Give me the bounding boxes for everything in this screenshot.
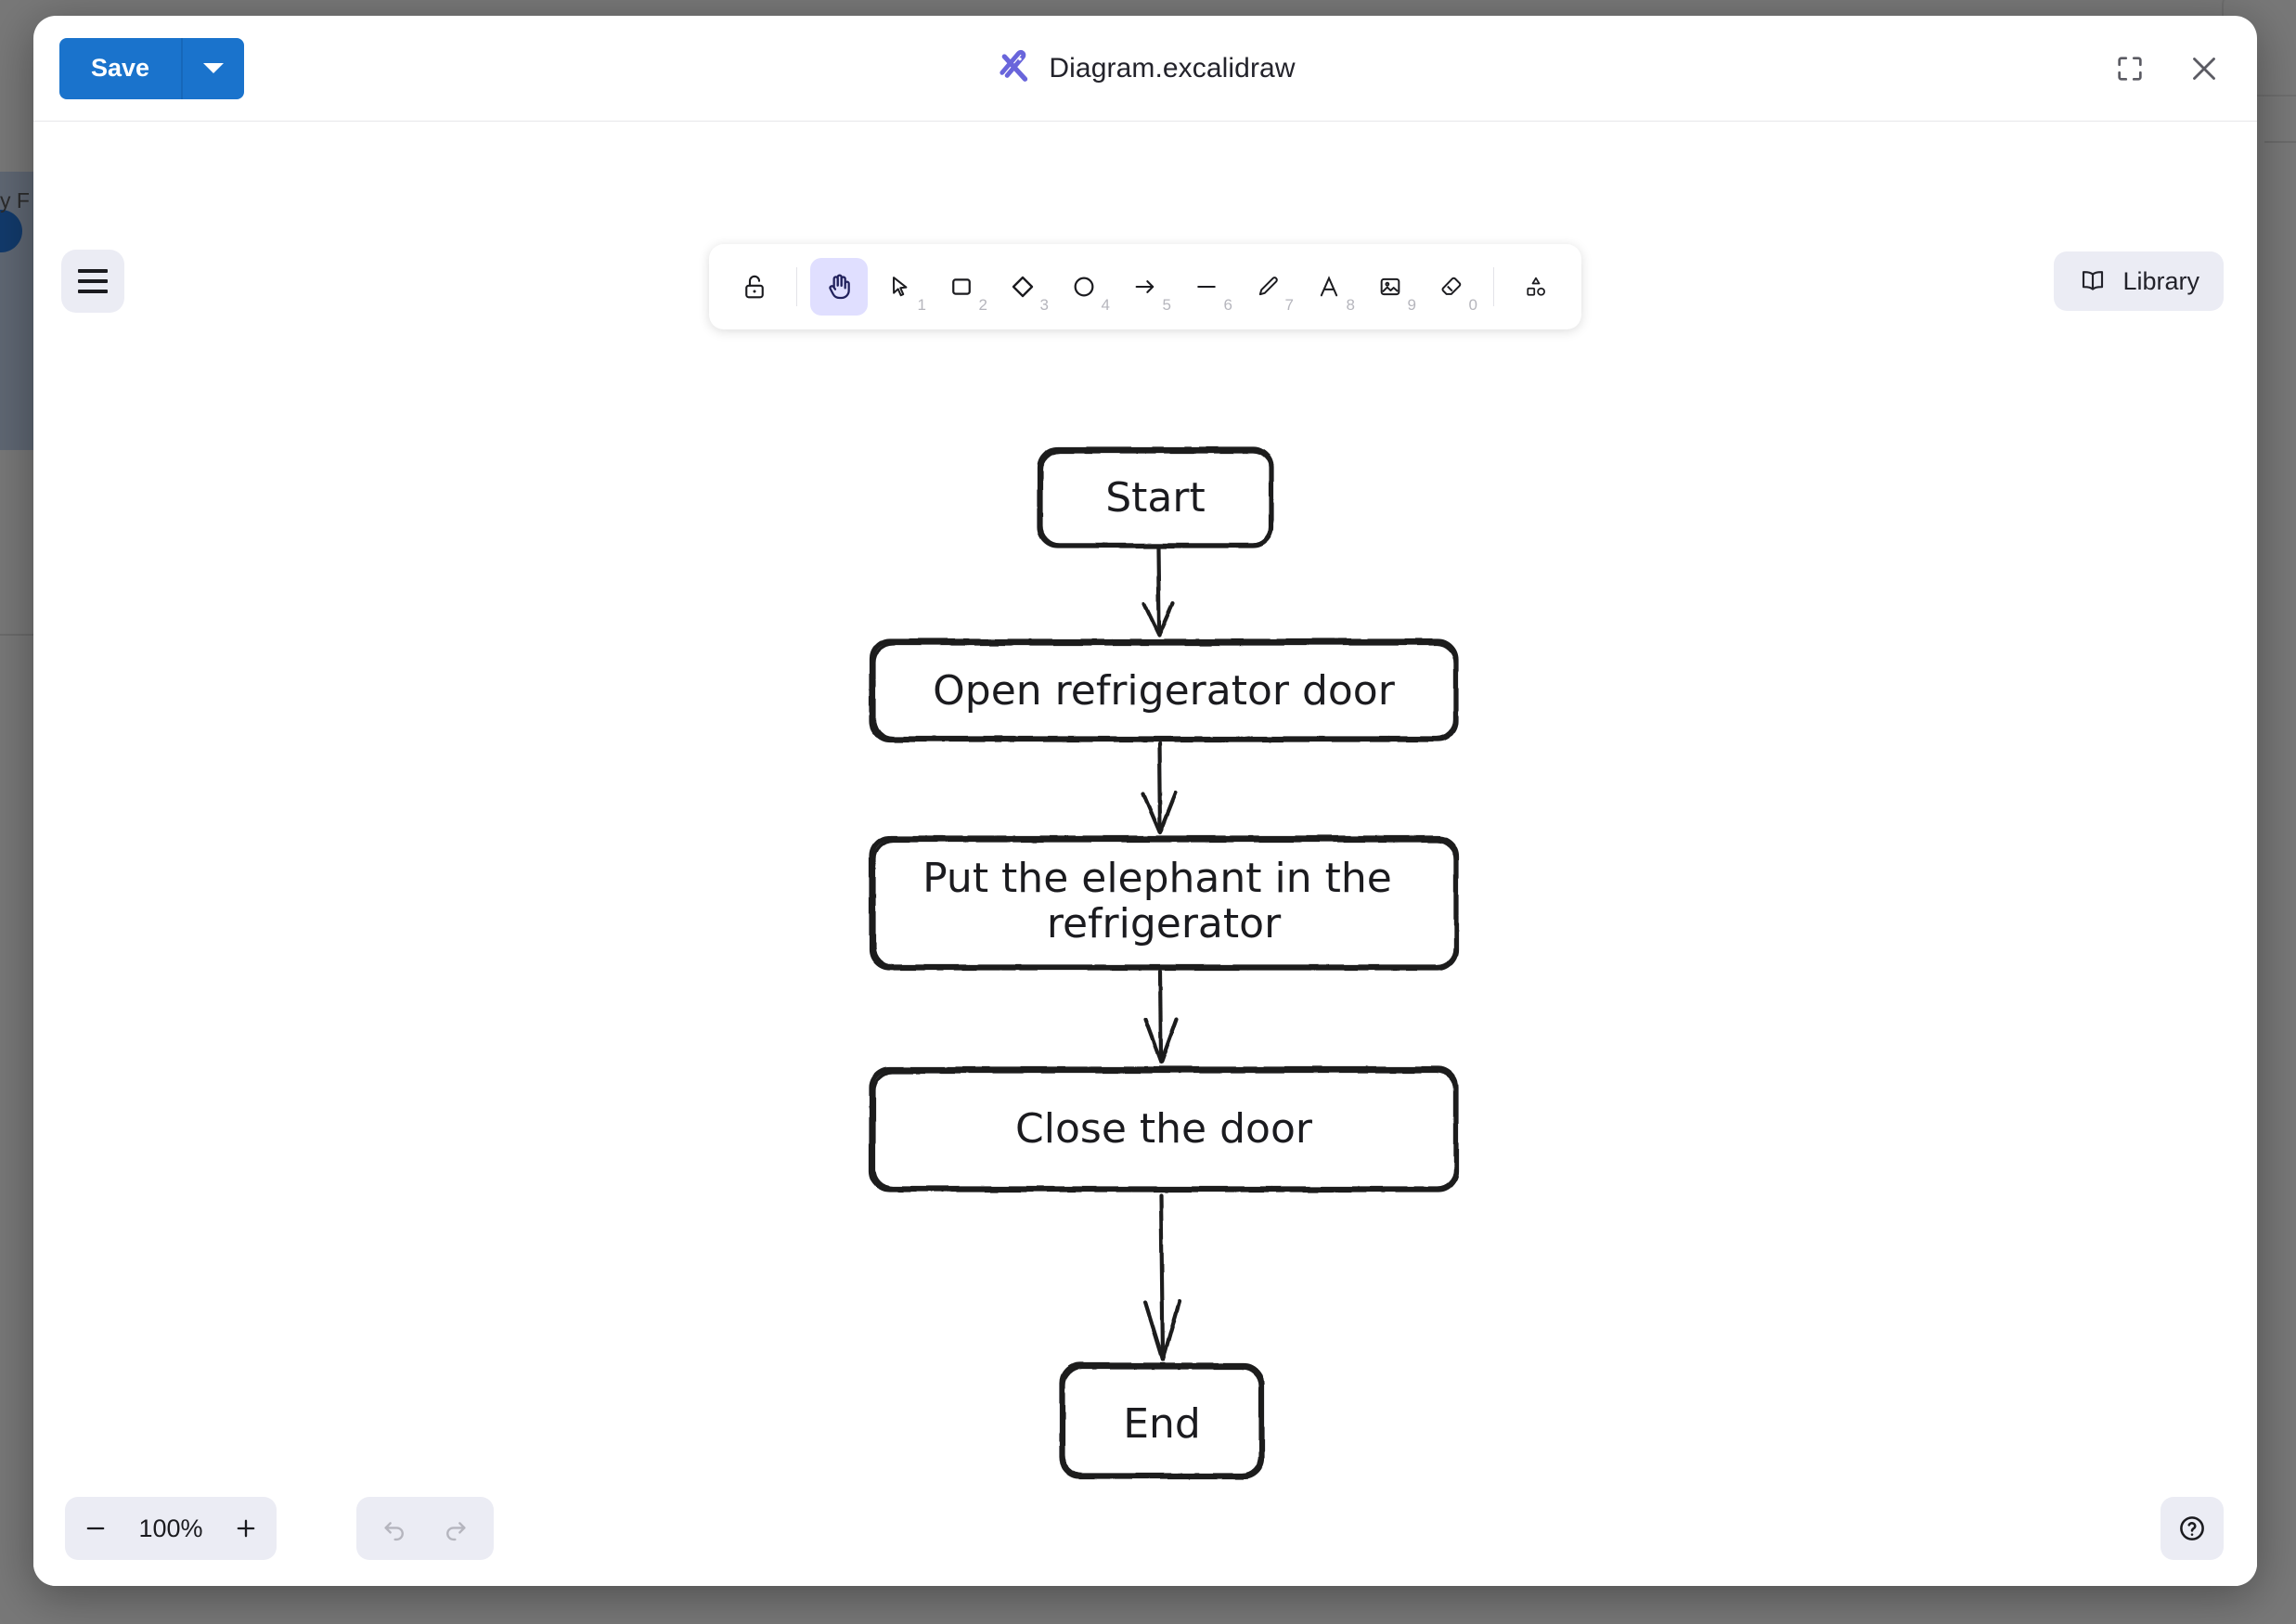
save-button-group: Save: [59, 37, 245, 99]
zoom-in-button[interactable]: [215, 1497, 277, 1560]
excalidraw-window: Save Diagram.excalidraw: [33, 16, 2257, 1586]
edge-start-to-open[interactable]: [1142, 546, 1176, 638]
hamburger-menu-icon: [78, 269, 108, 293]
tool-shortcut: 9: [1407, 296, 1416, 314]
tool-shortcut: 3: [1039, 296, 1049, 314]
node-start[interactable]: [1037, 446, 1274, 548]
redo-button[interactable]: [425, 1497, 486, 1560]
library-label: Library: [2122, 266, 2199, 295]
history-controls: [356, 1497, 494, 1560]
node-label: Put the elephant in the refrigerator: [922, 855, 1405, 947]
ellipse-icon[interactable]: 4: [1055, 258, 1113, 316]
selection-icon[interactable]: 1: [871, 258, 929, 316]
eraser-icon[interactable]: 0: [1423, 258, 1480, 316]
node-open-refrigerator-door[interactable]: [869, 638, 1459, 742]
edge-close-to-end[interactable]: [1142, 1192, 1182, 1362]
hand-icon[interactable]: [810, 258, 868, 316]
diamond-icon[interactable]: 3: [994, 258, 1051, 316]
tool-shortcut: 4: [1101, 296, 1110, 314]
toolbar-divider-2: [1493, 267, 1494, 306]
node-label: End: [1123, 1400, 1201, 1448]
backdrop-divider-right: [2264, 141, 2296, 143]
help-button[interactable]: [2161, 1497, 2224, 1560]
drawing-canvas[interactable]: 1 2 3 4: [33, 122, 2257, 1586]
pencil-icon[interactable]: 7: [1239, 258, 1296, 316]
flowchart: Start Open refrigerator door Put the ele…: [869, 446, 1459, 1479]
node-label: Start: [1105, 474, 1206, 522]
tool-shortcut: 7: [1284, 296, 1294, 314]
save-options-button[interactable]: [181, 37, 245, 99]
close-button[interactable]: [2183, 47, 2225, 90]
tool-shortcut: 2: [978, 296, 987, 314]
toolbar-divider: [796, 267, 797, 306]
tool-shortcut: 1: [917, 296, 926, 314]
tool-island: 1 2 3 4: [709, 244, 1581, 329]
node-label: Close the door: [1015, 1105, 1313, 1153]
tool-shortcut: 0: [1468, 296, 1477, 314]
window-titlebar: Save Diagram.excalidraw: [33, 16, 2257, 122]
library-button[interactable]: Library: [2054, 251, 2224, 311]
undo-button[interactable]: [364, 1497, 425, 1560]
text-icon[interactable]: 8: [1300, 258, 1358, 316]
node-label: Open refrigerator door: [933, 667, 1396, 715]
zoom-controls: 100%: [65, 1497, 277, 1560]
node-put-the-elephant-in-the-refrigerator[interactable]: [869, 835, 1459, 971]
tool-shortcut: 6: [1223, 296, 1232, 314]
shapes-icon[interactable]: [1507, 258, 1565, 316]
zoom-out-button[interactable]: [65, 1497, 126, 1560]
save-button[interactable]: Save: [59, 37, 182, 99]
lock-icon[interactable]: [726, 258, 783, 316]
window-controls: [2109, 47, 2225, 90]
book-icon: [2078, 265, 2108, 298]
backdrop-text: y F: [0, 188, 30, 213]
edge-put-to-close[interactable]: [1142, 969, 1180, 1065]
fullscreen-button[interactable]: [2109, 47, 2151, 90]
edge-open-to-put[interactable]: [1141, 741, 1179, 835]
page-title: Diagram.excalidraw: [1049, 52, 1296, 84]
node-end[interactable]: [1059, 1362, 1265, 1479]
window-title-group: Diagram.excalidraw: [33, 47, 2257, 89]
tool-shortcut: 8: [1346, 296, 1355, 314]
zoom-level-value[interactable]: 100%: [138, 1514, 203, 1542]
arrow-icon[interactable]: 5: [1116, 258, 1174, 316]
node-close-the-door[interactable]: [869, 1066, 1459, 1192]
image-icon[interactable]: 9: [1361, 258, 1419, 316]
hamburger-menu-button[interactable]: [61, 250, 124, 313]
excalidraw-logo-icon: [995, 47, 1032, 89]
chevron-down-icon: [203, 63, 225, 73]
rectangle-icon[interactable]: 2: [933, 258, 990, 316]
backdrop-divider-left: [0, 634, 37, 636]
tool-shortcut: 5: [1162, 296, 1171, 314]
line-icon[interactable]: 6: [1178, 258, 1235, 316]
